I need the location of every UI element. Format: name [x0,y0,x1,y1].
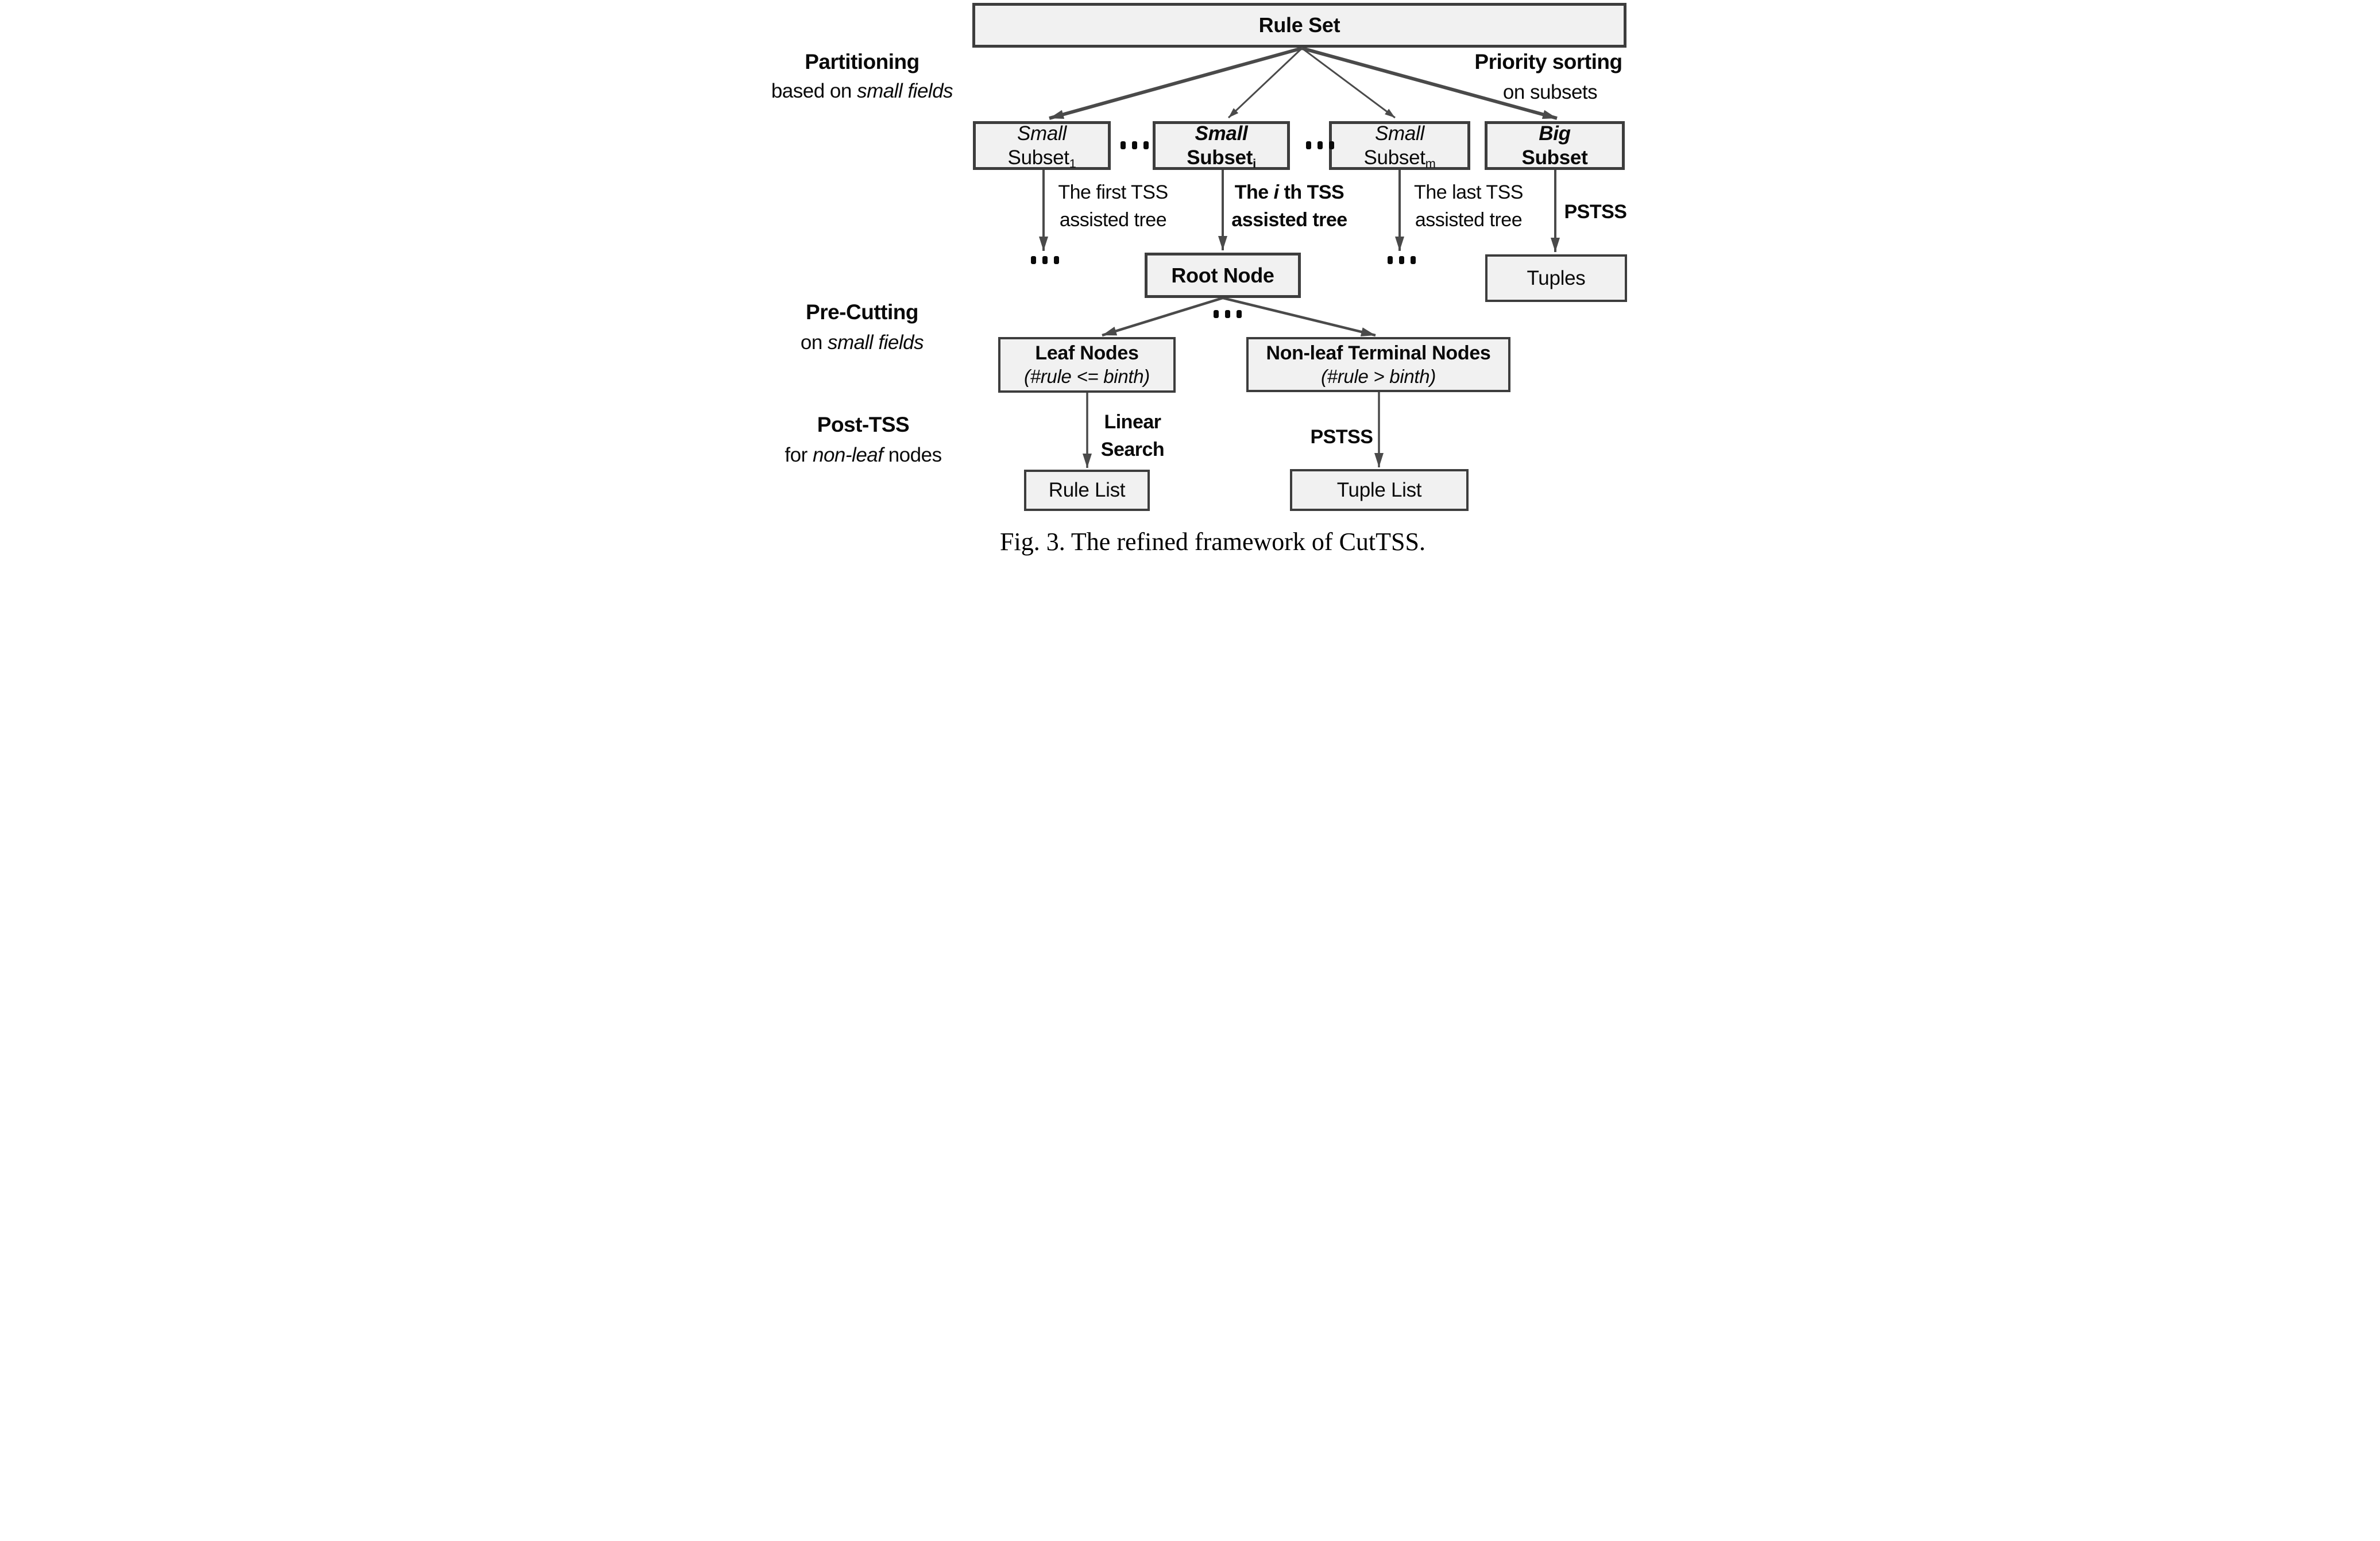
small-subset-m-box: Small Subsetm [1329,121,1470,170]
ellipsis-icon [1031,256,1059,264]
ellipsis-icon [1214,310,1242,318]
post-tss-subtitle: for non-leaf nodes [785,444,942,466]
ellipsis-icon [1121,141,1149,149]
rule-set-label: Rule Set [1258,13,1340,37]
small-subset-i-line2: Subseti [1187,146,1256,171]
post-tss-title: Post-TSS [817,413,910,436]
tuples-box: Tuples [1485,254,1627,302]
arrow-root-to-leaf [1102,296,1223,337]
small-subset-1-box: Small Subset1 [973,121,1111,170]
small-subset-1-line1: Small [1017,122,1067,145]
tuples-label: Tuples [1527,266,1586,289]
pstss-non-leaf-label: PSTSS [1310,426,1373,448]
ellipsis-icon [1306,141,1334,149]
ith-tss-label: The i th TSS assisted tree [1231,181,1347,231]
non-leaf-terminal-nodes-box: Non-leaf Terminal Nodes (#rule > binth) [1246,337,1510,392]
linear-search-label: Linear Search [1100,411,1165,460]
partitioning-subtitle: based on small fields [771,80,953,102]
leaf-nodes-box: Leaf Nodes (#rule <= binth) [998,337,1176,393]
figure-caption: Fig. 3. The refined framework of CutTSS. [1000,528,1425,556]
figure-diagram: Rule Set Small Subset1 Small Subseti Sma… [746,0,1634,575]
small-subset-i-box: Small Subseti [1153,121,1290,170]
arrow-root-to-nonleaf [1222,296,1376,337]
pre-cutting-title: Pre-Cutting [806,300,918,324]
small-subset-1-line2: Subset1 [1007,146,1076,171]
pre-cutting-subtitle: on small fields [800,331,924,354]
priority-sorting-subtitle: on subsets [1502,81,1598,103]
arrow-ruleset-to-subset1 [1049,47,1303,120]
non-leaf-terminal-nodes-line2: (#rule > binth) [1320,365,1436,387]
arrow-ruleset-to-subsetm [1301,47,1396,119]
root-node-box: Root Node [1145,253,1301,298]
big-subset-line1: Big [1539,122,1571,145]
big-subset-box: Big Subset [1485,121,1625,170]
non-leaf-terminal-nodes-line1: Non-leaf Terminal Nodes [1266,342,1491,364]
tuple-list-label: Tuple List [1336,478,1422,501]
root-node-label: Root Node [1171,263,1274,287]
rule-set-box: Rule Set [972,3,1626,48]
tuple-list-box: Tuple List [1290,469,1469,511]
pstss-big-subset-label: PSTSS [1564,201,1627,223]
big-subset-line2: Subset [1521,146,1588,169]
last-tss-label: The last TSS assisted tree [1414,181,1523,231]
rule-list-label: Rule List [1048,479,1126,501]
arrow-ruleset-to-subseti [1227,47,1303,119]
small-subset-m-line1: Small [1374,122,1425,145]
rule-list-box: Rule List [1024,470,1150,511]
leaf-nodes-line2: (#rule <= binth) [1024,366,1150,388]
first-tss-label: The first TSS assisted tree [1058,181,1168,231]
small-subset-m-line2: Subsetm [1363,146,1436,171]
partitioning-title: Partitioning [805,50,919,73]
priority-sorting-title: Priority sorting [1474,50,1622,73]
ellipsis-icon [1388,256,1416,264]
leaf-nodes-line1: Leaf Nodes [1035,342,1139,365]
small-subset-i-line1: Small [1195,122,1248,145]
